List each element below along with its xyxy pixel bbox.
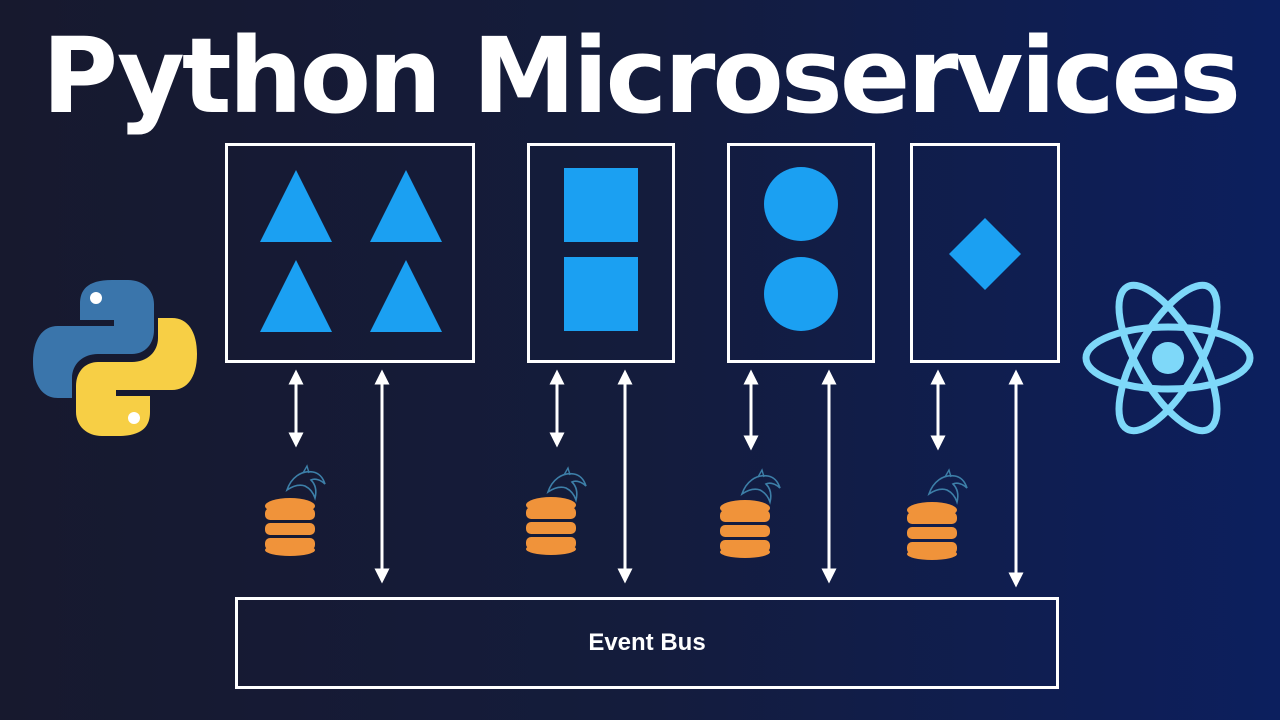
mysql-dolphin-icon xyxy=(741,469,781,503)
service-box-squares xyxy=(527,143,675,363)
mysql-dolphin-icon xyxy=(286,465,326,499)
service-box-circles xyxy=(727,143,875,363)
event-bus-label: Event Bus xyxy=(588,629,706,656)
python-logo-icon xyxy=(33,280,197,436)
database-icon xyxy=(265,498,315,556)
database-icon xyxy=(720,500,770,558)
mysql-dolphin-icon xyxy=(547,467,587,501)
event-bus-box: Event Bus xyxy=(235,597,1059,689)
page-title: Python Microservices xyxy=(41,15,1241,137)
database-icon xyxy=(907,502,957,560)
service-box-triangles xyxy=(225,143,475,363)
mysql-dolphin-icon xyxy=(928,469,968,503)
database-icon xyxy=(526,497,576,555)
react-logo-icon xyxy=(1082,281,1254,435)
service-box-diamond xyxy=(910,143,1060,363)
